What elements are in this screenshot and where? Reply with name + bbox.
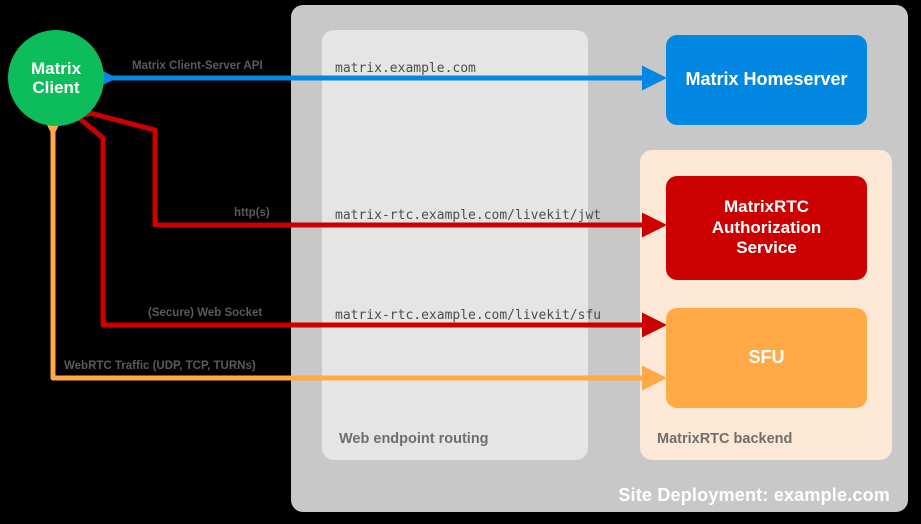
auth-service-label-line2: Authorization — [711, 217, 822, 237]
site-deployment-label: Site Deployment: example.com — [618, 485, 890, 505]
endpoint-label-livekit-jwt: matrix-rtc.example.com/livekit/jwt — [335, 208, 602, 223]
auth-service-label-line1: MatrixRTC — [723, 196, 809, 216]
node-matrixrtc-authorization-service[interactable]: MatrixRTC Authorization Service — [666, 176, 867, 280]
matrix-homeserver-label: Matrix Homeserver — [685, 69, 848, 90]
node-sfu[interactable]: SFU — [666, 308, 867, 408]
endpoint-label-matrix: matrix.example.com — [335, 61, 476, 76]
sfu-label: SFU — [748, 347, 785, 368]
edge-label-https: http(s) — [234, 207, 270, 219]
matrix-client-label-line1: Matrix — [30, 58, 82, 78]
node-matrix-homeserver[interactable]: Matrix Homeserver — [666, 35, 867, 125]
matrix-client-label-line2: Client — [32, 78, 80, 97]
edge-webrtc-traffic — [40, 112, 668, 391]
edge-label-matrix-client-server-api: Matrix Client-Server API — [132, 60, 263, 72]
matrixrtc-backend-label: MatrixRTC backend — [657, 431, 793, 447]
edge-label-webrtc-traffic: WebRTC Traffic (UDP, TCP, TURNs) — [64, 360, 256, 372]
web-endpoint-routing-label: Web endpoint routing — [339, 431, 489, 447]
endpoint-label-livekit-sfu: matrix-rtc.example.com/livekit/sfu — [335, 308, 602, 323]
edge-label-secure-web-socket: (Secure) Web Socket — [148, 307, 263, 319]
node-matrix-client[interactable]: Matrix Client — [8, 30, 104, 126]
auth-service-label-line3: Service — [736, 238, 797, 258]
